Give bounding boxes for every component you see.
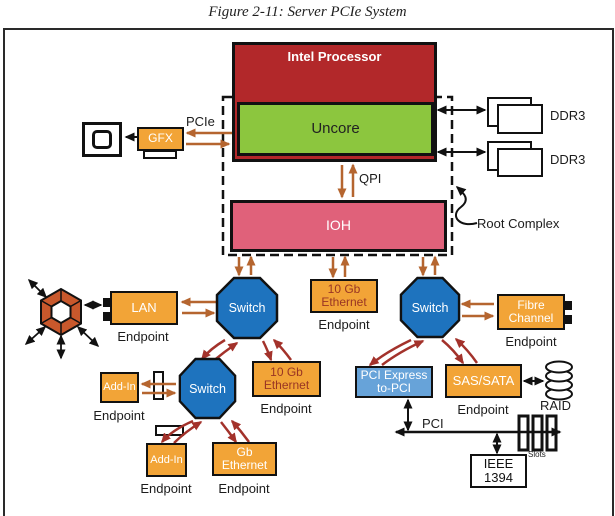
fibre-line2: Channel: [508, 311, 554, 325]
switch-right-label: Switch: [411, 300, 449, 315]
10gb-low-line2: Ethernet: [263, 378, 310, 392]
switch-lower: Switch: [178, 357, 237, 420]
ieee-line2: 1394: [484, 470, 513, 485]
ddr3-top-front: [497, 104, 543, 134]
ioh-box: IOH: [230, 200, 447, 252]
ioh-label: IOH: [326, 217, 351, 234]
lan-connector-tab: [103, 298, 111, 307]
ieee-line1: IEEE: [483, 455, 514, 471]
switch-lower-label: Switch: [189, 381, 226, 396]
sas-endpoint-label: Endpoint: [457, 402, 509, 417]
add-in-upper-endpoint-label: Endpoint: [93, 408, 145, 423]
10gb-low-endpoint-label: Endpoint: [260, 401, 312, 416]
fibre-connector-tab: [564, 301, 572, 310]
switch-octagon: [399, 276, 461, 339]
10gb-mid-endpoint-label: Endpoint: [318, 317, 370, 332]
switch-left: Switch: [215, 276, 279, 340]
pcie-orange-links: [140, 128, 495, 398]
10gb-low-line1: 10 Gb: [270, 364, 303, 379]
add-in-lower-endpoint-label: Endpoint: [140, 481, 192, 496]
gfx-stand: [143, 150, 177, 159]
gb-eth-line1: Gb: [236, 444, 253, 459]
sas-sata-box: SAS/SATA: [445, 364, 522, 398]
pcie-label: PCIe: [186, 114, 215, 129]
ieee-1394-box: IEEE 1394: [470, 454, 527, 488]
sas-sata-label: SAS/SATA: [452, 372, 515, 388]
switch-octagon: [178, 357, 237, 420]
pci-express-to-pci-box: PCI Express to-PCI: [355, 366, 433, 398]
gfx-label: GFX: [148, 131, 173, 146]
fibre-channel-box: Fibre Channel: [497, 294, 565, 330]
pci-bridge-line1: PCI Express: [360, 367, 428, 382]
figure-title: Figure 2-11: Server PCIe System: [208, 4, 407, 20]
switch-right: Switch: [399, 276, 461, 339]
lan-connector-tab: [103, 312, 111, 321]
add-in-upper-label: Add-In: [103, 381, 136, 394]
10gb-ethernet-low-box: 10 Gb Ethernet: [252, 361, 321, 397]
qpi-label: QPI: [359, 171, 382, 186]
add-in-upper-box: Add-In: [100, 372, 139, 403]
switch-octagon: [215, 276, 279, 340]
intel-processor-label: Intel Processor: [287, 49, 382, 64]
network-hub-icon: [40, 287, 82, 337]
switch-left-label: Switch: [228, 301, 266, 315]
ddr3-bottom-front: [497, 148, 543, 177]
uncore-box: Uncore: [237, 102, 434, 156]
10gb-ethernet-mid-box: 10 Gb Ethernet: [310, 279, 378, 313]
raid-label: RAID: [540, 398, 572, 413]
add-in-lower-label: Add-In: [150, 453, 183, 466]
lan-endpoint-label: Endpoint: [117, 329, 169, 344]
ddr3-bottom-label: DDR3: [550, 152, 586, 167]
gb-ethernet-box: Gb Ethernet: [212, 442, 277, 476]
fibre-connector-tab: [564, 315, 572, 324]
network-hub-arrows: [24, 278, 103, 360]
lan-box: LAN: [110, 291, 178, 325]
display-monitor-screen: [92, 130, 112, 149]
gfx-box: GFX: [137, 127, 184, 151]
slots-label: Slots: [528, 450, 546, 459]
10gb-line1: 10 Gb: [327, 281, 361, 296]
pci-bridge-line2: to-PCI: [376, 381, 411, 395]
disk-stack-icon: [545, 360, 573, 401]
switch-red-links: [161, 337, 479, 444]
root-complex-label: Root Complex: [477, 216, 560, 231]
fibre-line1: Fibre: [517, 297, 545, 312]
add-in-lower-box: Add-In: [146, 443, 187, 477]
lan-label: LAN: [131, 299, 157, 315]
card-edge-connector-icon: [153, 371, 164, 400]
root-complex-pointer-arrow: [455, 186, 478, 226]
figure-border: [3, 28, 614, 516]
gb-eth-endpoint-label: Endpoint: [218, 481, 270, 496]
uncore-label: Uncore: [311, 119, 360, 137]
pci-label: PCI: [422, 416, 444, 431]
fibre-endpoint-label: Endpoint: [505, 334, 557, 349]
ddr3-top-label: DDR3: [550, 108, 586, 123]
10gb-line2: Ethernet: [321, 295, 367, 309]
gb-eth-line2: Ethernet: [221, 458, 268, 472]
